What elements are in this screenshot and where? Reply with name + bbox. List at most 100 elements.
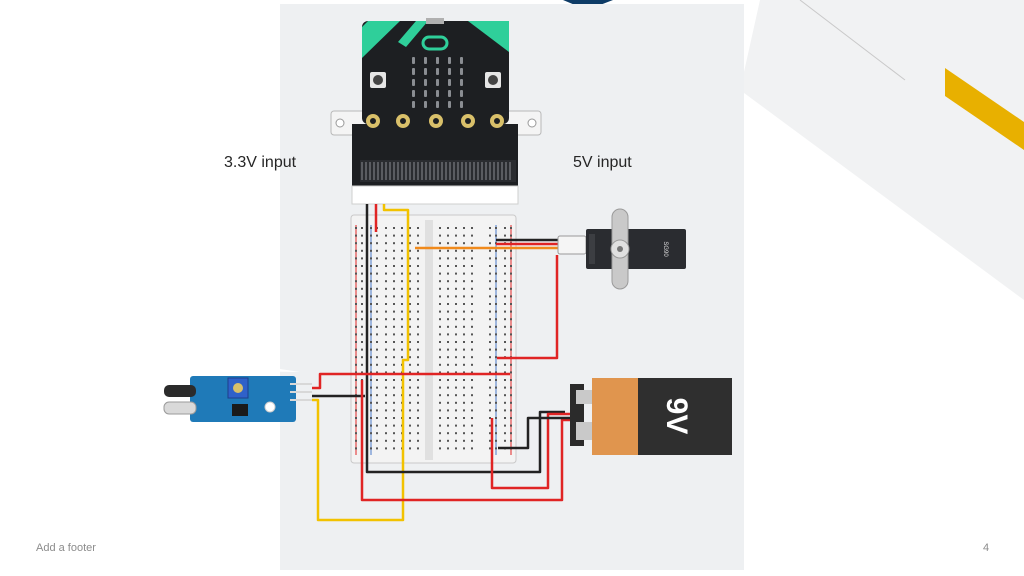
breadboard-hole xyxy=(489,417,491,419)
breadboard-hole xyxy=(439,447,441,450)
breadboard-hole xyxy=(439,310,441,313)
breadboard-hole xyxy=(510,287,512,290)
breadboard-hole xyxy=(455,318,457,321)
breadboard-hole xyxy=(409,333,411,336)
breadboard-hole xyxy=(393,318,395,321)
breadboard-hole xyxy=(471,249,473,252)
breadboard-hole xyxy=(361,371,363,374)
breadboard-hole xyxy=(439,242,441,245)
breadboard-hole xyxy=(471,265,473,267)
ir-receiver xyxy=(163,401,197,415)
breadboard-hole xyxy=(447,386,449,389)
breadboard-hole xyxy=(439,280,441,283)
breadboard-hole xyxy=(355,272,357,275)
breadboard-hole xyxy=(471,401,473,404)
breadboard-hole xyxy=(370,295,372,298)
breadboard-hole xyxy=(489,295,491,298)
button-b-cap xyxy=(488,75,498,85)
breadboard-hole xyxy=(385,439,387,442)
breadboard-hole xyxy=(361,341,363,343)
breadboard-hole xyxy=(385,234,387,237)
breadboard-hole xyxy=(417,310,419,313)
breadboard-hole xyxy=(463,272,465,275)
breadboard-hole xyxy=(471,439,473,442)
breadboard-hole xyxy=(463,394,465,397)
breadboard-hole xyxy=(495,272,497,275)
breadboard-hole xyxy=(455,310,457,313)
breadboard-hole xyxy=(439,356,441,359)
breadboard-hole xyxy=(417,265,419,267)
breadboard-hole xyxy=(393,257,395,260)
breadboard-hole xyxy=(401,265,403,267)
breadboard-hole xyxy=(455,371,457,374)
breadboard-hole xyxy=(409,249,411,252)
breadboard-hole xyxy=(376,439,378,442)
breadboard-hole xyxy=(409,432,411,435)
breadboard-hole xyxy=(504,227,506,229)
breadboard-hole xyxy=(489,234,491,237)
breadboard-hole xyxy=(455,401,457,404)
breadboard-hole xyxy=(355,341,357,343)
breadboard-hole xyxy=(417,394,419,397)
breadboard-hole xyxy=(439,249,441,252)
breadboard-hole xyxy=(355,333,357,336)
breadboard-hole xyxy=(393,386,395,389)
breadboard-hole xyxy=(355,325,357,328)
breadboard-hole xyxy=(401,295,403,298)
page-number: 4 xyxy=(983,542,990,554)
breadboard-hole xyxy=(495,295,497,298)
button-a-cap xyxy=(373,75,383,85)
breadboard-hole xyxy=(393,303,395,305)
breadboard-hole xyxy=(385,424,387,427)
breadboard-hole xyxy=(370,394,372,397)
breadboard-hole xyxy=(417,401,419,404)
breadboard-hole xyxy=(471,386,473,389)
breadboard-hole xyxy=(495,356,497,359)
breadboard-hole xyxy=(489,310,491,313)
breadboard-hole xyxy=(385,295,387,298)
breadboard-hole xyxy=(370,333,372,336)
breadboard-hole xyxy=(439,439,441,442)
breadboard-hole xyxy=(417,447,419,450)
navy-accent-shape xyxy=(563,0,613,5)
breadboard-hole xyxy=(463,417,465,419)
breadboard-hole xyxy=(355,257,357,260)
breadboard-hole xyxy=(370,249,372,252)
breadboard-hole xyxy=(355,417,357,419)
breadboard-hole xyxy=(370,272,372,275)
breadboard-hole xyxy=(355,439,357,442)
breadboard-hole xyxy=(376,424,378,427)
breadboard-hole xyxy=(455,303,457,305)
breadboard-hole xyxy=(455,447,457,450)
breadboard-hole xyxy=(393,363,395,366)
battery-dark-body xyxy=(638,378,732,455)
breadboard-hole xyxy=(385,356,387,359)
breadboard-hole xyxy=(463,386,465,389)
breadboard-hole xyxy=(447,417,449,419)
gold-pad-hole xyxy=(465,118,471,124)
breadboard-hole xyxy=(376,318,378,321)
breadboard-hole xyxy=(409,379,411,381)
led xyxy=(460,57,463,64)
breadboard-hole xyxy=(471,333,473,336)
breadboard-hole xyxy=(471,242,473,245)
breadboard-hole xyxy=(385,432,387,435)
breadboard-hole xyxy=(510,409,512,412)
breadboard-hole xyxy=(439,234,441,237)
breadboard-hole xyxy=(370,379,372,381)
breadboard-hole xyxy=(489,439,491,442)
breadboard-hole xyxy=(385,363,387,366)
microbit-logo xyxy=(421,35,449,51)
breadboard-hole xyxy=(370,432,372,435)
breadboard-hole xyxy=(447,394,449,397)
led xyxy=(448,90,451,97)
breadboard-hole xyxy=(495,379,497,381)
breadboard-hole xyxy=(376,341,378,343)
breadboard-hole xyxy=(385,249,387,252)
breadboard-hole xyxy=(495,363,497,366)
footer-text[interactable]: Add a footer xyxy=(36,542,96,554)
breadboard-hole xyxy=(417,325,419,328)
breadboard-hole xyxy=(417,341,419,343)
breadboard-hole xyxy=(471,272,473,275)
breadboard-hole xyxy=(417,249,419,252)
